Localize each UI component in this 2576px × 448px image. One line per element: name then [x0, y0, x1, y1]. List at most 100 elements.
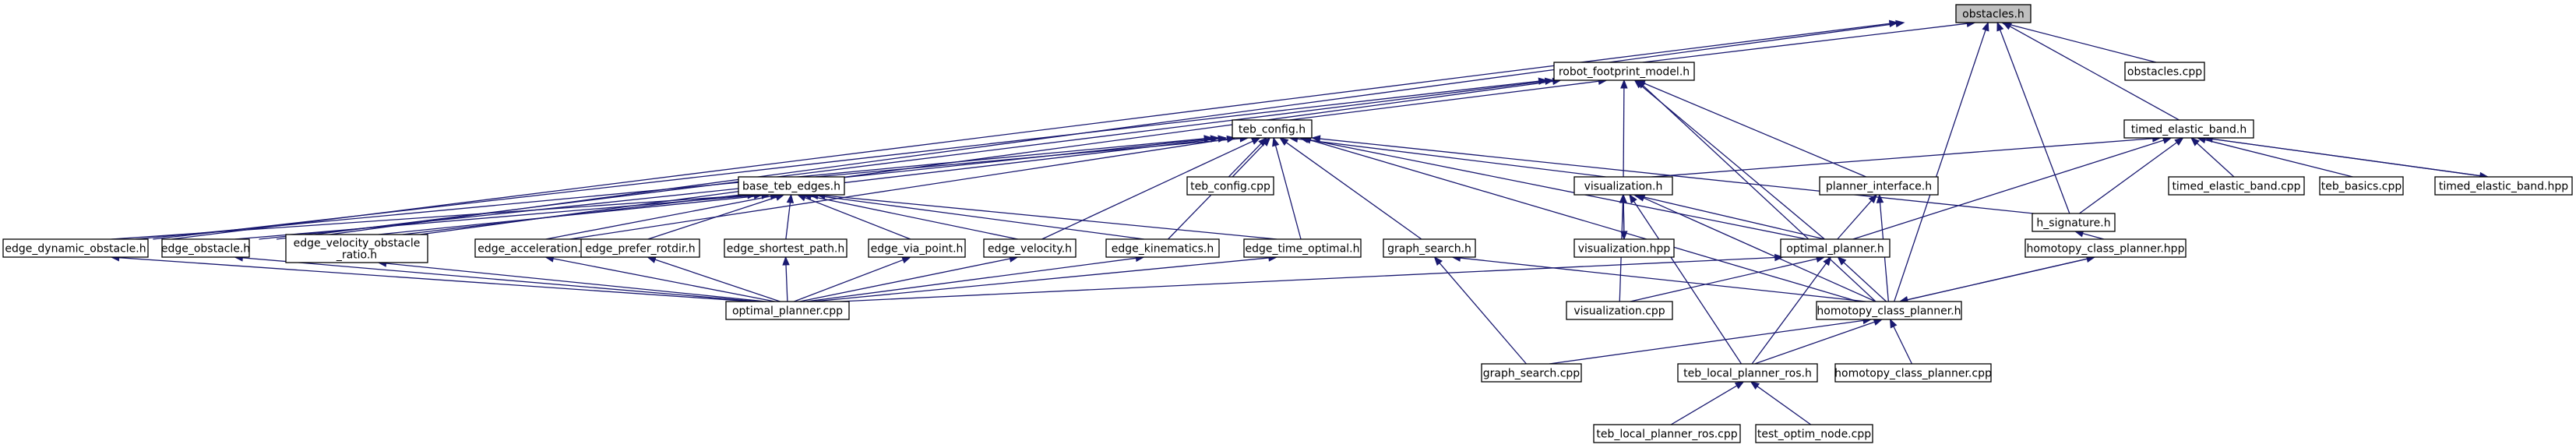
node-visualization-hpp[interactable]: visualization.hpp — [1573, 238, 1675, 258]
arrow-head — [1279, 137, 1289, 146]
node-edge-acceleration-h[interactable]: edge_acceleration.h — [474, 238, 591, 258]
node-h-signature-h[interactable]: h_signature.h — [2032, 213, 2116, 232]
node-label: homotopy_class_planner.h — [1817, 305, 1961, 318]
node-label: timed_elastic_band.cpp — [2172, 181, 2300, 193]
node-label: teb_basics.cpp — [2321, 181, 2402, 193]
node-label: test_optim_node.cpp — [1757, 429, 1871, 441]
edge-line — [1894, 30, 1986, 302]
edge-line — [545, 196, 771, 240]
edge-line — [2204, 139, 2353, 178]
arrow-head — [786, 193, 795, 203]
node-label: edge_dynamic_obstacle.h — [5, 243, 146, 256]
edge-timed-elastic-band-h-to-timed-elastic-band-hpp — [2204, 137, 2490, 180]
edge-robot-footprint-model-h-to-obstacles-h — [1642, 19, 1976, 63]
node-edge-dynamic-obstacle-h[interactable]: edge_dynamic_obstacle.h — [2, 238, 149, 258]
node-obstacles-cpp[interactable]: obstacles.cpp — [2124, 62, 2205, 81]
node-optimal-planner-h[interactable]: optimal_planner.h — [1780, 238, 1891, 258]
edge-optimal-planner-cpp-to-edge-velocity-obstacle-ratio-h — [377, 259, 766, 302]
edge-homotopy-class-planner-h-to-robot-footprint-model-h — [1637, 79, 1876, 302]
arrow-head — [1620, 231, 1628, 241]
node-teb-local-planner-ros-h[interactable]: teb_local_planner_ros.h — [1677, 363, 1818, 383]
node-box — [2, 238, 149, 258]
edge-line — [1623, 87, 1625, 178]
node-test-optim-node-cpp[interactable]: test_optim_node.cpp — [1755, 424, 1873, 443]
edge-line — [1651, 138, 2153, 178]
node-label: optimal_planner.cpp — [732, 305, 843, 318]
node-label: visualization.cpp — [1573, 305, 1665, 318]
node-optimal-planner-cpp[interactable]: optimal_planner.cpp — [725, 301, 850, 320]
node-homotopy-class-planner-cpp[interactable]: homotopy_class_planner.cpp — [1834, 363, 1992, 383]
node-robot-footprint-model-h[interactable]: robot_footprint_model.h — [1553, 62, 1695, 81]
node-teb-config-h[interactable]: teb_config.h — [1232, 119, 1313, 139]
node-edge-time-optimal-h[interactable]: edge_time_optimal.h — [1243, 238, 1362, 258]
arrow-head — [2002, 22, 2013, 30]
node-edge-shortest-path-h[interactable]: edge_shortest_path.h — [724, 238, 848, 258]
node-homotopy-class-planner-h[interactable]: homotopy_class_planner.h — [1816, 301, 1962, 320]
edge-optimal-planner-h-to-teb-config-h — [1299, 136, 1807, 240]
node-box — [1186, 176, 1274, 196]
node-visualization-cpp[interactable]: visualization.cpp — [1566, 301, 1673, 320]
edge-graph-search-cpp-to-homotopy-class-planner-h — [1549, 316, 1873, 365]
node-visualization-h[interactable]: visualization.h — [1573, 176, 1673, 196]
node-teb-config-cpp[interactable]: teb_config.cpp — [1186, 176, 1274, 196]
node-edge-velocity-obstacle-ratio-h[interactable]: edge_velocity_obstacle_ratio.h — [285, 234, 428, 263]
edge-h-signature-h-to-timed-elastic-band-h — [2079, 137, 2184, 214]
arrow-head — [2174, 137, 2184, 146]
edge-line — [1232, 143, 1265, 178]
edge-line — [1297, 138, 1606, 178]
edge-homotopy-class-planner-hpp-to-homotopy-class-planner-h — [1898, 256, 2095, 304]
edge-line — [1460, 257, 1866, 302]
node-planner-interface-h[interactable]: planner_interface.h — [1819, 176, 1939, 196]
node-box — [1383, 238, 1476, 258]
node-box — [983, 238, 1077, 258]
edge-planner-interface-h-to-robot-footprint-model-h — [1636, 79, 1866, 178]
arrow-head — [1311, 135, 1321, 143]
node-homotopy-class-planner-hpp[interactable]: homotopy_class_planner.hpp — [2025, 238, 2187, 258]
edge-line — [810, 196, 1018, 240]
edge-timed-elastic-band-h-to-obstacles-h — [2002, 22, 2180, 121]
node-edge-velocity-h[interactable]: edge_velocity.h — [983, 238, 1077, 258]
edge-h-signature-h-to-obstacles-h — [1996, 21, 2070, 214]
arrow-head — [1868, 193, 1878, 204]
arrow-head — [1750, 381, 1760, 390]
node-box — [1243, 238, 1362, 258]
node-box — [868, 238, 966, 258]
arrow-head — [1734, 381, 1745, 390]
nodes-layer: obstacles.h obstacles.cpp robot_footprint_… — [2, 4, 2573, 443]
node-graph-search-h[interactable]: graph_search.h — [1383, 238, 1476, 258]
node-edge-obstacle-h[interactable]: edge_obstacle.h — [161, 238, 250, 258]
node-label: edge_acceleration.h — [477, 243, 588, 256]
node-label: h_signature.h — [2036, 217, 2110, 230]
edge-line — [1852, 139, 2164, 240]
edge-teb-local-planner-ros-h-to-visualization-h — [1629, 193, 1743, 365]
node-label: edge_velocity.h — [988, 243, 1072, 256]
node-base-teb-edges-h[interactable]: base_teb_edges.h — [738, 176, 845, 196]
node-box — [161, 238, 250, 258]
node-edge-prefer-rotdir-h[interactable]: edge_prefer_rotdir.h — [580, 238, 700, 258]
node-teb-basics-cpp[interactable]: teb_basics.cpp — [2319, 176, 2404, 196]
arrow-head — [1996, 21, 2004, 32]
arrow-head — [1620, 79, 1628, 89]
node-edge-via-point-h[interactable]: edge_via_point.h — [868, 238, 966, 258]
edge-line — [259, 138, 1211, 240]
arrow-head — [1982, 21, 1989, 32]
edge-line — [1754, 321, 1875, 365]
edge-optimal-planner-h-to-visualization-h — [1633, 192, 1825, 240]
node-graph-search-cpp[interactable]: graph_search.cpp — [1481, 363, 1582, 383]
edge-visualization-h-to-timed-elastic-band-h — [1651, 135, 2162, 178]
node-label: visualization.hpp — [1578, 243, 1671, 256]
edge-teb-basics-cpp-to-timed-elastic-band-h — [2196, 136, 2353, 178]
node-obstacles-h[interactable]: obstacles.h — [1955, 4, 2032, 23]
node-timed-elastic-band-hpp[interactable]: timed_elastic_band.hpp — [2434, 176, 2573, 196]
node-label: edge_shortest_path.h — [727, 243, 845, 256]
node-teb-local-planner-ros-cpp[interactable]: teb_local_planner_ros.cpp — [1593, 424, 1741, 443]
edge-line — [840, 256, 1775, 302]
node-timed-elastic-band-h[interactable]: timed_elastic_band.h — [2123, 119, 2254, 139]
edge-line — [1289, 80, 1599, 121]
node-timed-elastic-band-cpp[interactable]: timed_elastic_band.cpp — [2168, 176, 2305, 196]
edge-edge-dynamic-obstacle-h-to-teb-config-h — [135, 135, 1214, 240]
edge-line — [647, 196, 777, 240]
node-box — [1955, 4, 2032, 23]
node-label: teb_config.h — [1239, 124, 1306, 136]
node-edge-kinematics-h[interactable]: edge_kinematics.h — [1105, 238, 1220, 258]
